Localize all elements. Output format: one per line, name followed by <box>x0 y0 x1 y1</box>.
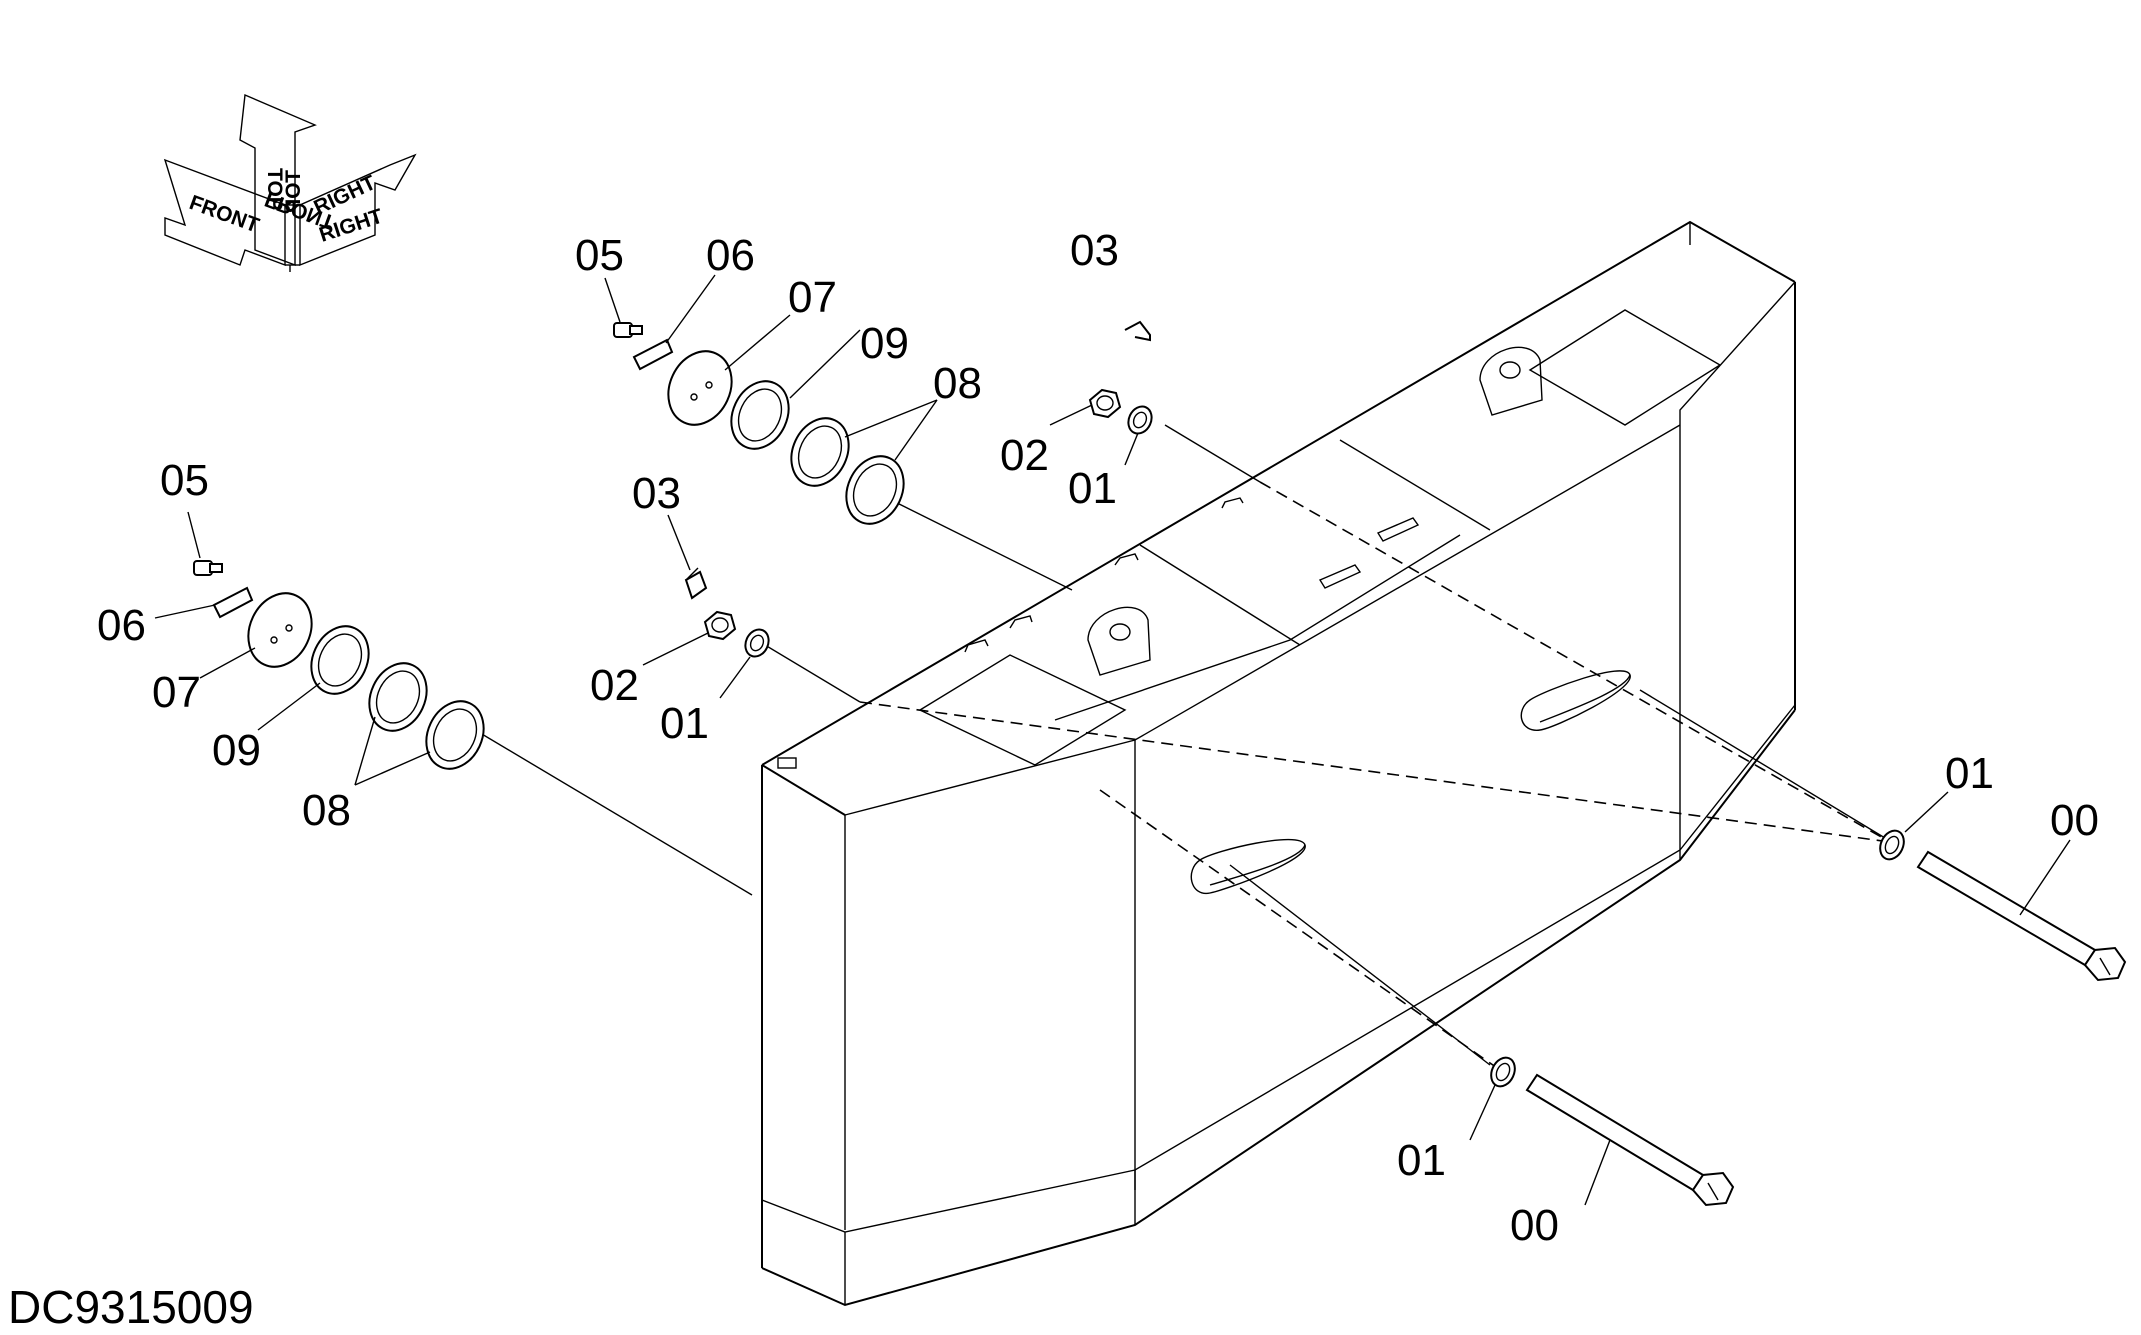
callout-left-09: 09 <box>212 726 261 775</box>
callout-upper-06: 06 <box>706 231 755 280</box>
callout-right-01: 01 <box>1945 749 1994 798</box>
callout-lower-01: 01 <box>1397 1136 1446 1185</box>
bolt-slot-left <box>1190 838 1306 894</box>
top-label-mirrored: TOP <box>263 168 286 211</box>
middle-hardware-group <box>642 514 770 699</box>
bolt-slot-right <box>1520 670 1631 731</box>
callout-upper-09: 09 <box>860 319 909 368</box>
lifting-lug-front <box>1087 606 1151 676</box>
front-label: FRONT <box>186 191 262 237</box>
callout-lower-00: 00 <box>1510 1201 1559 1250</box>
bolt-00-right <box>1916 850 2127 982</box>
lifting-lug-rear <box>1479 346 1543 416</box>
callout-mid-01: 01 <box>660 699 709 748</box>
disc-07-left <box>247 592 313 668</box>
callout-left-06: 06 <box>97 601 146 650</box>
left-hardware-group <box>154 511 485 786</box>
bolt-00-lower <box>1525 1073 1735 1207</box>
nut-02-upper <box>1088 388 1122 419</box>
callout-upper-02: 02 <box>1000 431 1049 480</box>
callout-left-05: 05 <box>160 456 209 505</box>
washer-01-right <box>1879 829 1905 861</box>
drawing-number: DC9315009 <box>8 1281 254 1333</box>
shim-08-left-b <box>425 700 485 770</box>
orientation-indicator: FRONT FRONT TOP TOP RIGHT RIGHT <box>163 93 417 272</box>
bolt-05-left <box>193 560 223 576</box>
disc-07-upper <box>667 350 733 426</box>
counterweight-body <box>761 220 1796 1307</box>
callout-left-08: 08 <box>302 786 351 835</box>
upper-hardware-group <box>604 274 1153 525</box>
shim-09-upper <box>730 380 790 450</box>
callout-upper-03: 03 <box>1070 226 1119 275</box>
shim-08-left-a <box>368 662 428 732</box>
shim-09-left <box>310 625 370 695</box>
plate-06-upper <box>632 338 674 371</box>
callout-upper-05: 05 <box>575 231 624 280</box>
callout-mid-02: 02 <box>590 661 639 710</box>
shim-08-upper-a <box>790 417 850 487</box>
washer-01-mid <box>744 628 770 658</box>
lower-bolt-assembly <box>1469 1056 1735 1207</box>
clip-03-mid <box>684 570 708 600</box>
right-bolt-assembly <box>1879 791 2127 982</box>
nut-02-mid <box>703 610 737 641</box>
callout-left-07: 07 <box>152 668 201 717</box>
callout-upper-08: 08 <box>933 359 982 408</box>
plate-06-left <box>212 586 254 619</box>
callout-labels: 05 06 07 09 08 03 02 01 05 06 07 09 08 0… <box>97 226 2099 1250</box>
bolt-05-upper <box>613 322 643 338</box>
assembly-lines <box>454 424 1891 1071</box>
top-label: TOP <box>282 170 305 213</box>
callout-right-00: 00 <box>2050 796 2099 845</box>
shim-08-upper-b <box>845 455 905 525</box>
clip-03-upper <box>1124 320 1151 342</box>
washer-01-upper <box>1127 405 1153 435</box>
callout-upper-01: 01 <box>1068 464 1117 513</box>
callout-mid-03: 03 <box>632 469 681 518</box>
callout-upper-07: 07 <box>788 273 837 322</box>
washer-01-lower <box>1490 1056 1516 1088</box>
